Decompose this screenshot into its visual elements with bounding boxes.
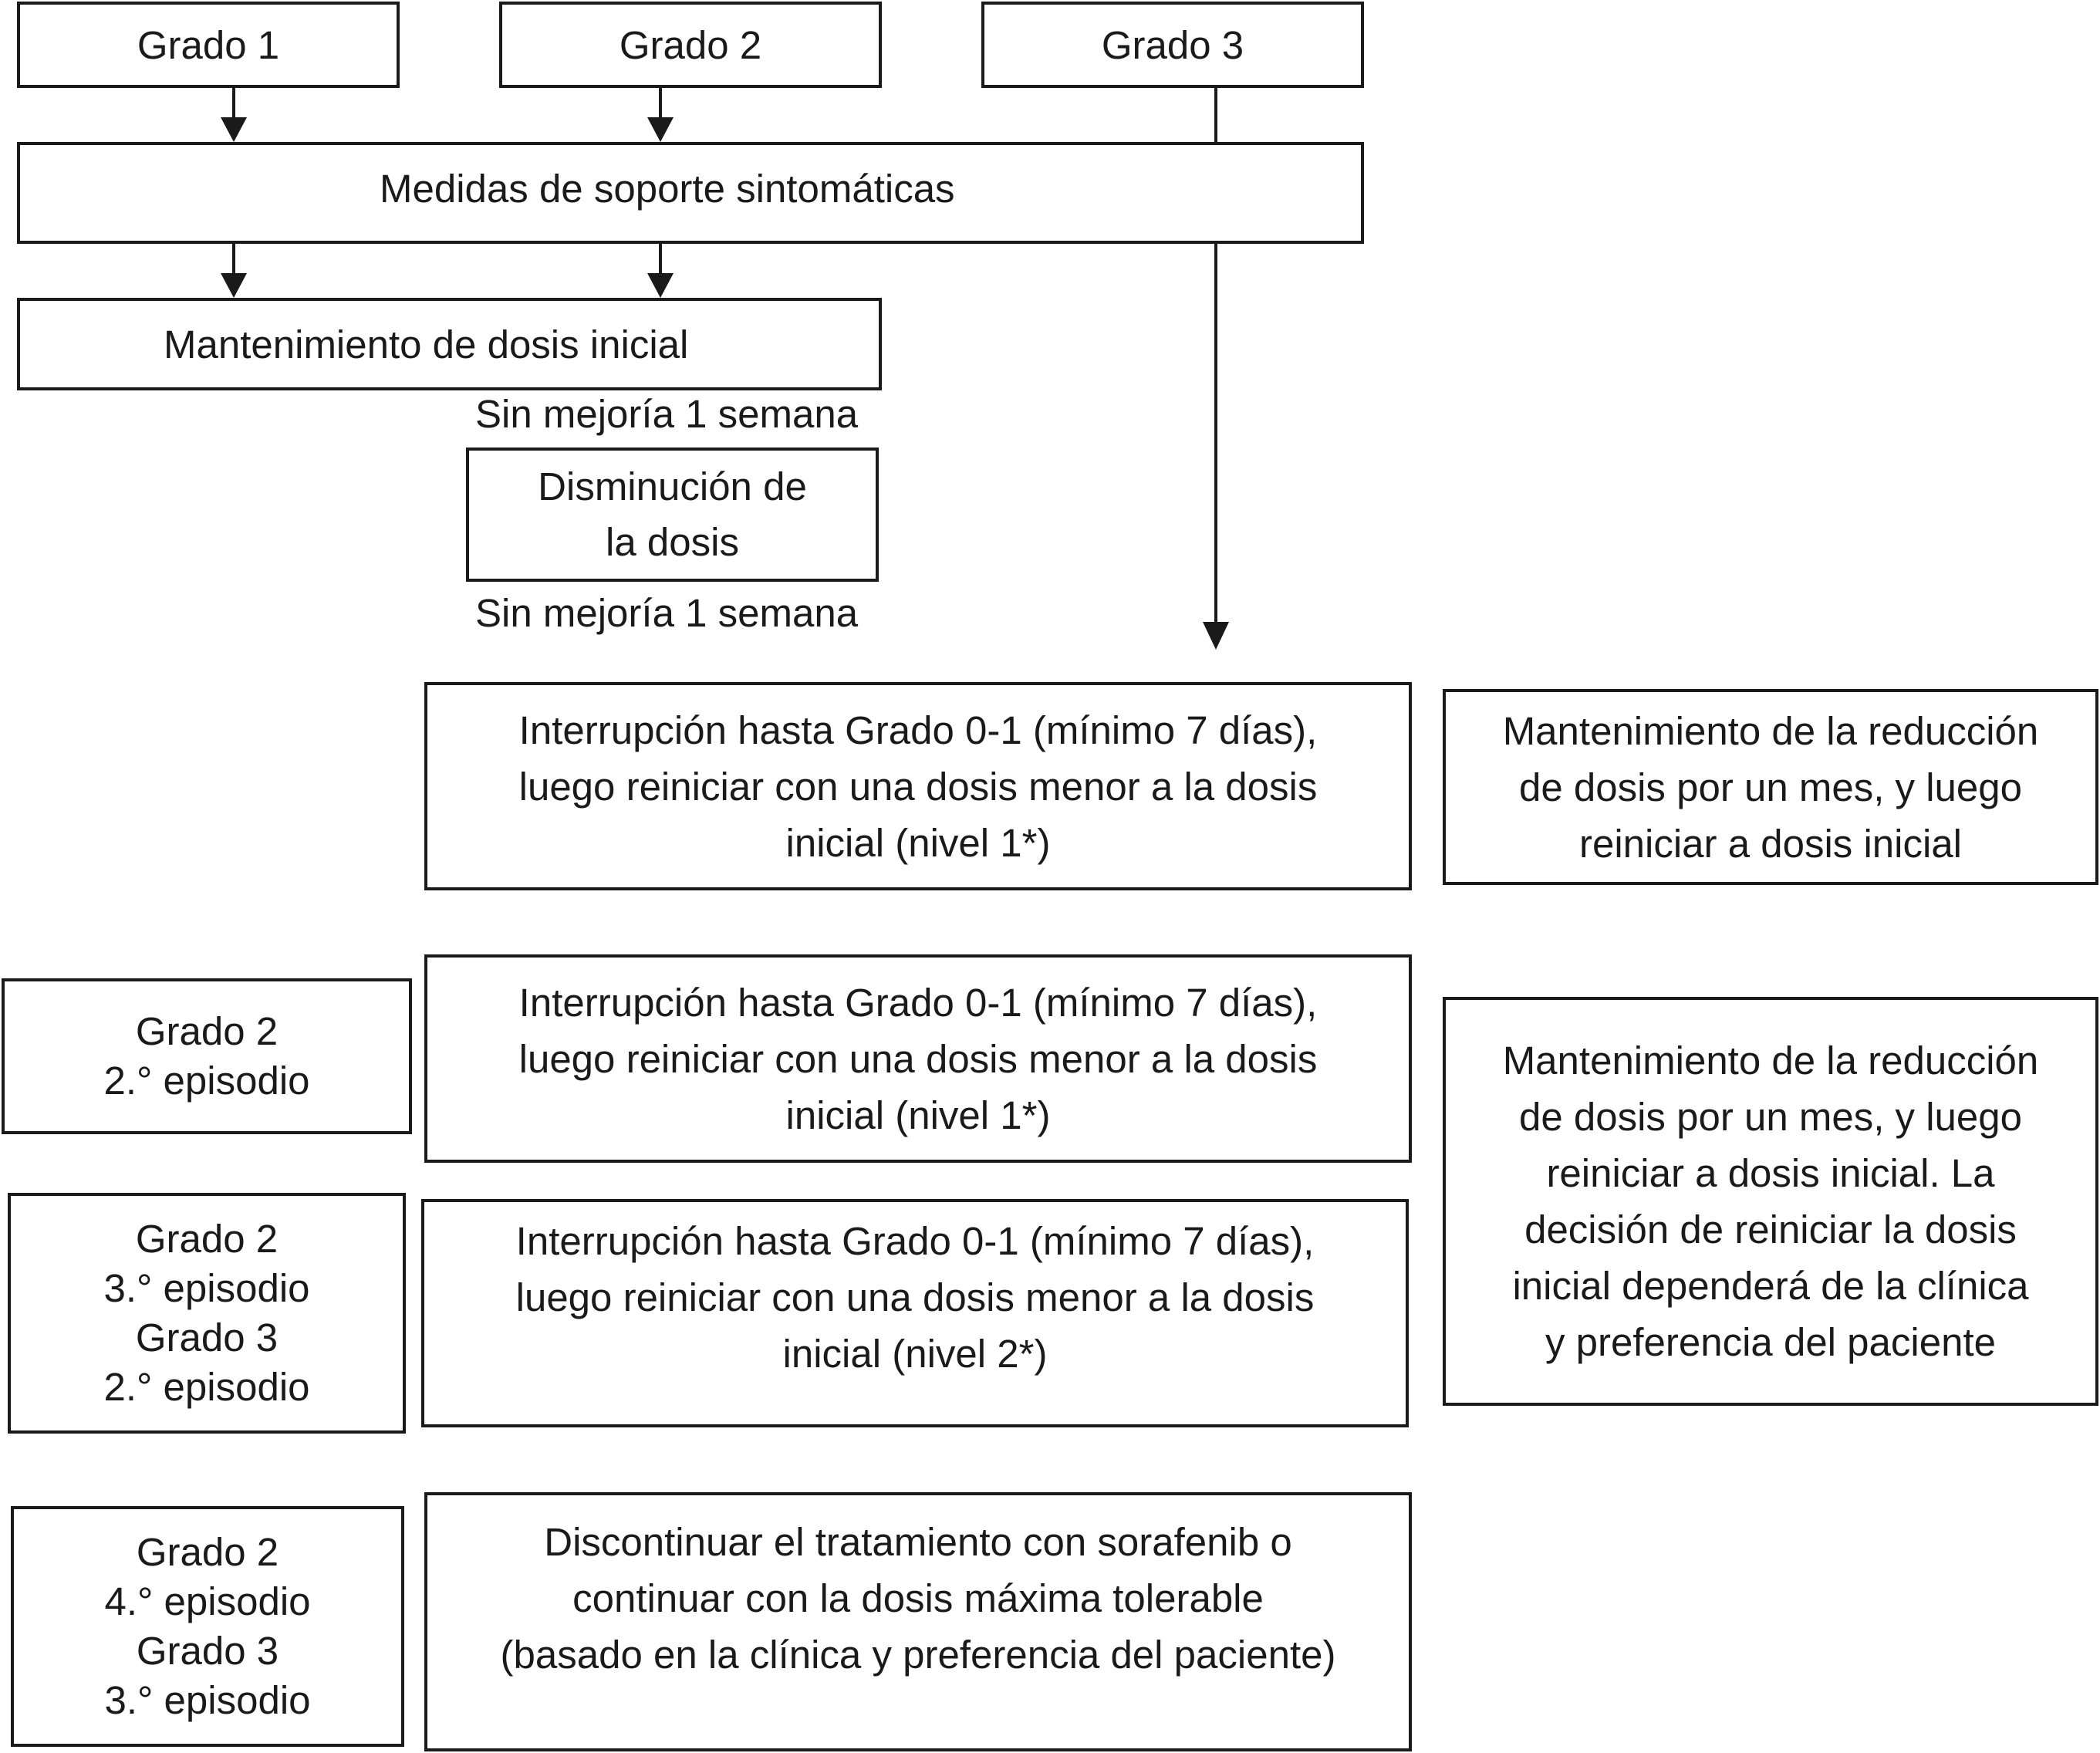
arrowhead-support-to-maintain-left (221, 273, 247, 298)
no-improvement-label-1: Sin mejoría 1 semana (475, 392, 859, 436)
grade-3-label: Grado 3 (1101, 22, 1244, 67)
maintain-reduction-2-line-5: inicial dependerá de la clínica (1512, 1264, 2029, 1308)
no-improvement-label-2: Sin mejoría 1 semana (475, 591, 859, 635)
interruption-level1-b-line-2: luego reiniciar con una dosis menor a la… (518, 1036, 1318, 1081)
episode-g3-2-line-1: Grado 3 (135, 1316, 279, 1360)
interruption-level1-b-line-1: Interrupción hasta Grado 0-1 (mínimo 7 d… (518, 980, 1318, 1025)
grade-1-label: Grado 1 (137, 22, 280, 67)
maintain-reduction-2-line-3: reiniciar a dosis inicial. La (1546, 1151, 1995, 1195)
episode-g2-2-line-1: Grado 2 (135, 1009, 279, 1053)
interruption-level1-line-3: inicial (nivel 1*) (785, 820, 1051, 865)
episode-g2-3-line-2: 3.° episodio (103, 1266, 310, 1310)
maintain-reduction-2-line-6: y preferencia del paciente (1545, 1320, 1997, 1364)
episode-g3-3-line-1: Grado 3 (136, 1629, 279, 1673)
interruption-level2-line-3: inicial (nivel 2*) (782, 1332, 1048, 1376)
interruption-level1-box: Interrupción hasta Grado 0-1 (mínimo 7 d… (424, 682, 1412, 890)
grade-1-box: Grado 1 (17, 2, 400, 88)
grade-2-label: Grado 2 (619, 22, 762, 67)
discontinue-box: Discontinuar el tratamiento con sorafeni… (424, 1492, 1412, 1751)
interruption-level2-box: Interrupción hasta Grado 0-1 (mínimo 7 d… (421, 1199, 1409, 1427)
episode-g2-4-line-2: 4.° episodio (104, 1579, 311, 1623)
interruption-level1-b-line-3: inicial (nivel 1*) (785, 1093, 1051, 1137)
support-measures-box: Medidas de soporte sintomáticas (17, 142, 1364, 244)
interruption-level1-line-2: luego reiniciar con una dosis menor a la… (518, 764, 1318, 809)
arrowhead-support-to-maintain-right (647, 273, 674, 298)
support-measures-label: Medidas de soporte sintomáticas (380, 167, 955, 211)
arrowhead-grado3-to-interruption (1203, 622, 1229, 650)
arrowhead-grado1-to-support (221, 117, 247, 142)
episode-g2-3-g3-2-box: Grado 2 3.° episodio Grado 3 2.° episodi… (8, 1193, 406, 1434)
interruption-level2-line-1: Interrupción hasta Grado 0-1 (mínimo 7 d… (515, 1219, 1315, 1263)
dose-decrease-line-2: la dosis (606, 520, 739, 564)
grade-3-box: Grado 3 (981, 2, 1364, 88)
maintain-reduction-2-line-2: de dosis por un mes, y luego (1518, 1095, 2023, 1139)
maintain-reduction-1-line-2: de dosis por un mes, y luego (1518, 765, 2023, 809)
episode-g3-2-line-2: 2.° episodio (103, 1365, 310, 1409)
maintain-reduction-2-box: Mantenimiento de la reducción de dosis p… (1443, 997, 2098, 1406)
maintain-reduction-1-line-3: reiniciar a dosis inicial (1578, 821, 1963, 866)
dose-decrease-box: Disminución de la dosis (466, 448, 879, 582)
episode-g3-3-line-2: 3.° episodio (104, 1678, 311, 1722)
grade-2-box: Grado 2 (499, 2, 882, 88)
episode-g2-4-g3-3-box: Grado 2 4.° episodio Grado 3 3.° episodi… (11, 1506, 404, 1747)
episode-g2-3-line-1: Grado 2 (135, 1217, 279, 1261)
episode-g2-4-line-1: Grado 2 (136, 1530, 279, 1574)
maintain-reduction-1-line-1: Mantenimiento de la reducción (1502, 708, 2039, 753)
interruption-level1-line-1: Interrupción hasta Grado 0-1 (mínimo 7 d… (518, 708, 1318, 752)
episode-g2-2-box: Grado 2 2.° episodio (2, 978, 412, 1134)
dose-decrease-line-1: Disminución de (538, 464, 807, 508)
interruption-level1-b-box: Interrupción hasta Grado 0-1 (mínimo 7 d… (424, 954, 1412, 1163)
discontinue-line-1: Discontinuar el tratamiento con sorafeni… (544, 1520, 1292, 1564)
maintain-reduction-2-line-4: decisión de reiniciar la dosis (1524, 1208, 2017, 1251)
discontinue-line-2: continuar con la dosis máxima tolerable (572, 1576, 1264, 1620)
maintain-initial-box: Mantenimiento de dosis inicial (17, 298, 882, 390)
maintain-reduction-1-box: Mantenimiento de la reducción de dosis p… (1443, 689, 2098, 885)
maintain-reduction-2-line-1: Mantenimiento de la reducción (1502, 1039, 2039, 1083)
episode-g2-2-line-2: 2.° episodio (103, 1059, 310, 1103)
arrowhead-grado2-to-support (647, 117, 674, 142)
maintain-initial-label: Mantenimiento de dosis inicial (164, 322, 689, 366)
interruption-level2-line-2: luego reiniciar con una dosis menor a la… (515, 1275, 1315, 1319)
discontinue-line-3: (basado en la clínica y preferencia del … (500, 1633, 1336, 1677)
